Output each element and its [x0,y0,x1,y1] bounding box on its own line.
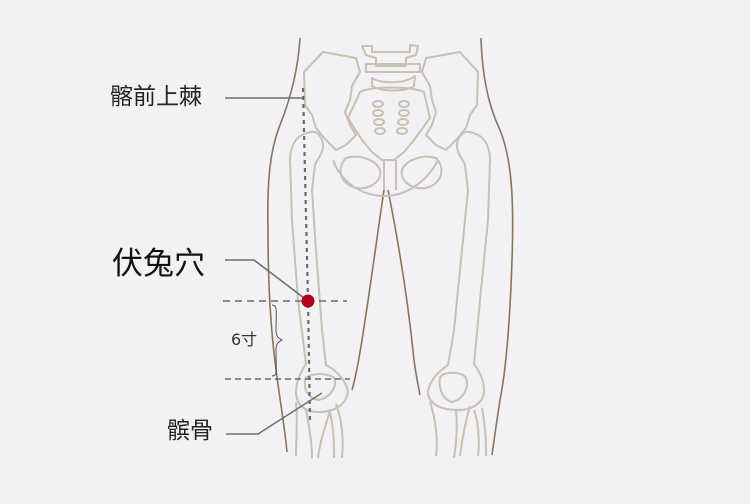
label-acupoint: 伏兔穴 [112,246,205,282]
bone-outlines [289,44,491,459]
measurement-brace [271,304,284,377]
label-patella: 髌骨 [167,418,213,444]
skin-outline [267,37,514,456]
sacral-foramina [372,100,410,135]
leader-lines [225,97,323,435]
acupoint-marker [301,294,315,308]
label-distance: 6寸 [231,330,258,349]
guide-lines [223,87,350,421]
label-asis: 髂前上棘 [110,84,202,110]
